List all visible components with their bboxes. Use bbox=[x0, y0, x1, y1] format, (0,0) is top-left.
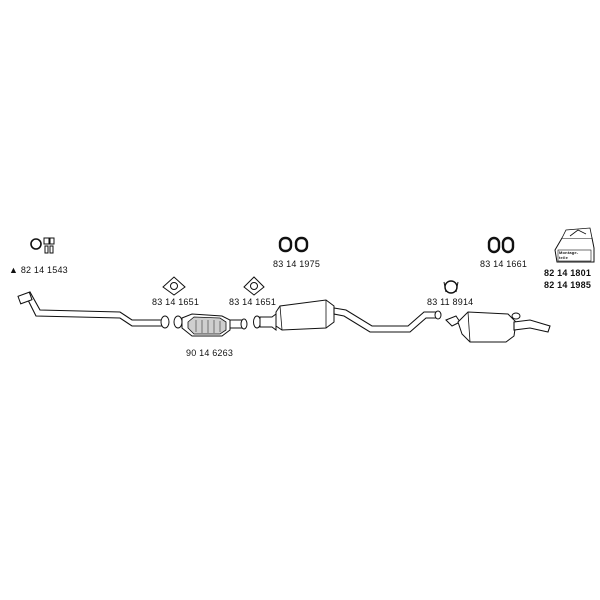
part-no-rubber-hanger-center: 83 14 1975 bbox=[273, 259, 321, 269]
mounting-kit-box-text: Montage- teile bbox=[559, 250, 579, 260]
center-pipe-flange bbox=[253, 313, 277, 331]
gasket-icon-rear bbox=[243, 276, 265, 296]
rubber-hanger-icon-rear bbox=[487, 236, 515, 254]
part-no-clamp-rear: 83 11 8914 bbox=[427, 297, 474, 307]
part-no-mounting-kit-2: 82 14 1985 bbox=[544, 280, 592, 290]
part-no-rubber-hanger-rear: 83 14 1661 bbox=[480, 259, 528, 269]
front-pipe bbox=[17, 291, 163, 327]
catalytic-converter bbox=[173, 313, 248, 337]
part-no-mounting-kit-1: 82 14 1801 bbox=[544, 268, 592, 278]
gasket-icon-front bbox=[162, 276, 186, 296]
part-no-catalyst: 90 14 6263 bbox=[186, 348, 234, 358]
rubber-hanger-icon-center bbox=[278, 236, 309, 253]
front-pipe-flange bbox=[160, 315, 170, 329]
warning-triangle-icon: ▲ bbox=[9, 265, 19, 275]
center-muffler bbox=[275, 299, 335, 331]
rear-muffler bbox=[445, 311, 551, 343]
part-no-front-pipe-mount: ▲ 82 14 1543 bbox=[9, 265, 68, 275]
part-no-gasket-rear: 83 14 1651 bbox=[229, 297, 277, 307]
part-no-gasket-front: 83 14 1651 bbox=[152, 297, 200, 307]
clamp-icon bbox=[443, 280, 459, 294]
mount-ring-icon bbox=[30, 237, 55, 254]
intermediate-pipe bbox=[333, 307, 442, 333]
mounting-kit-box-icon bbox=[554, 227, 595, 263]
